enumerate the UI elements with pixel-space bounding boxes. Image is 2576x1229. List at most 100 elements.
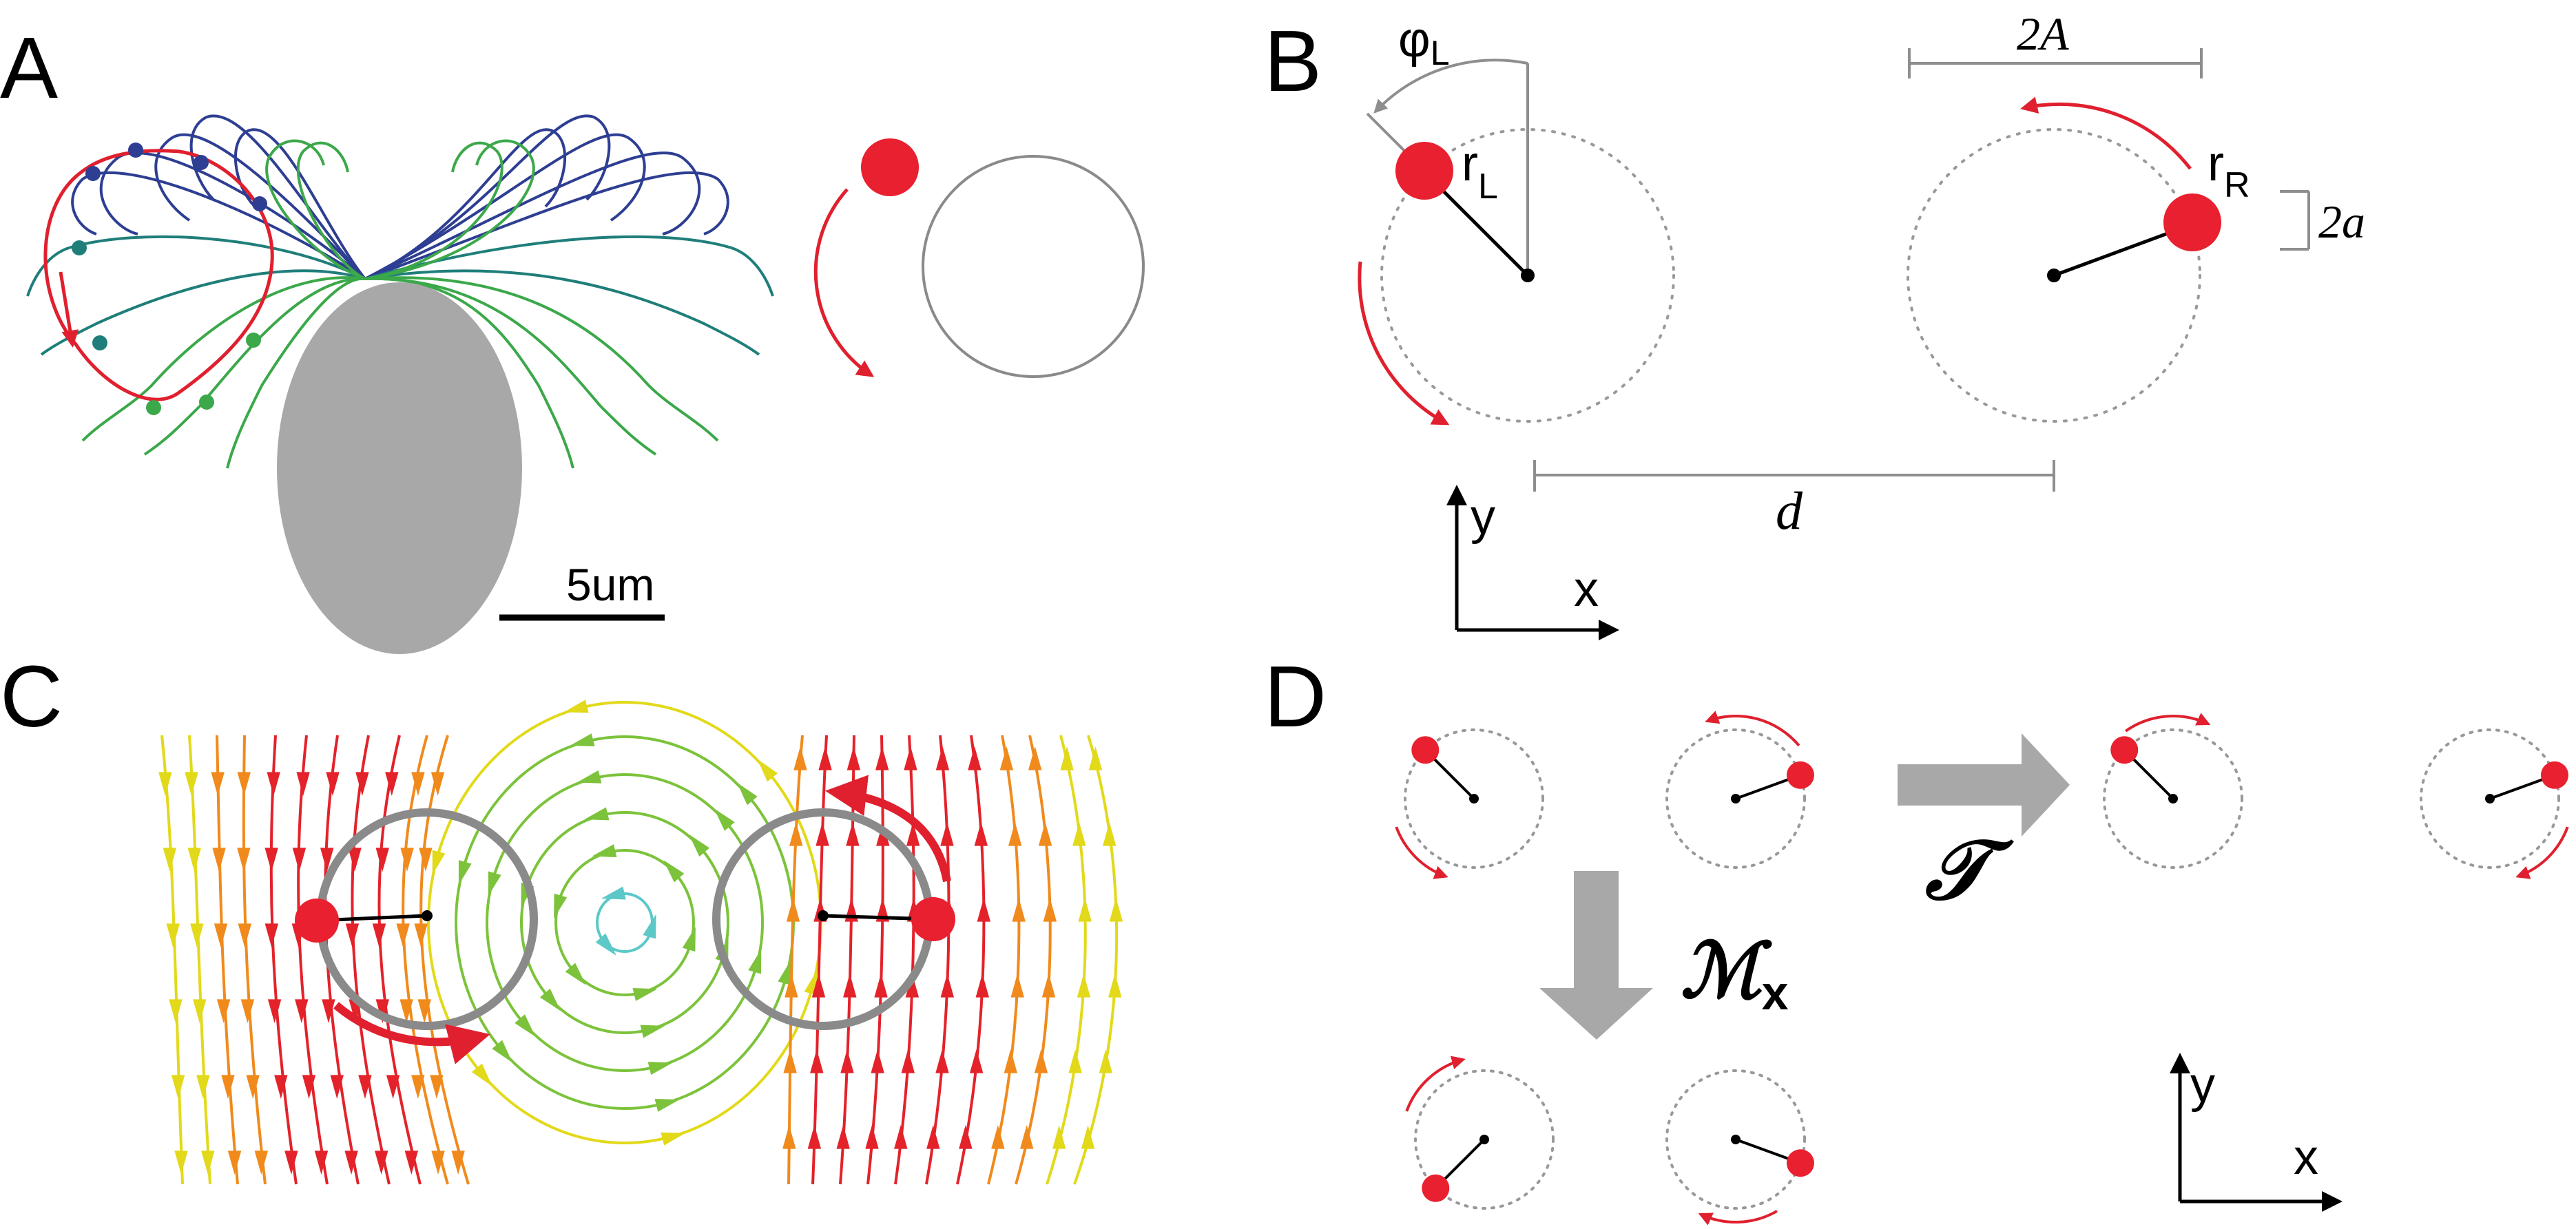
config-sphere	[2110, 736, 2139, 764]
flow-arrowhead	[221, 1075, 235, 1099]
flow-arrowhead	[640, 1025, 665, 1038]
config-center	[2168, 794, 2178, 803]
flow-arrowhead	[169, 999, 183, 1023]
cilium-stroke-right	[364, 235, 774, 297]
model-sphere	[861, 138, 919, 196]
flow-arrowhead	[375, 848, 389, 872]
flow-arrowhead	[458, 860, 472, 885]
cilium-stroke-left	[296, 141, 366, 280]
flow-arrowhead	[400, 848, 414, 872]
flow-arrowhead	[901, 1049, 915, 1073]
flow-arrowhead	[663, 860, 685, 883]
flow-arrowhead	[647, 1062, 673, 1075]
flow-arrowhead	[166, 923, 180, 947]
flow-arrowhead	[430, 772, 445, 796]
flow-arrowhead	[757, 759, 778, 782]
flow-arrowhead	[196, 1075, 210, 1099]
flow-arrowhead	[935, 746, 950, 770]
cilium-stroke-right	[364, 276, 719, 442]
left-sphere	[295, 899, 339, 943]
left-arm-center	[422, 910, 433, 921]
cilium-stroke-right	[364, 139, 535, 280]
amplitude-small-bracket	[2280, 190, 2310, 251]
config-orbit	[1665, 1069, 1806, 1210]
flow-arrowhead	[1103, 822, 1116, 846]
flow-arrowhead	[785, 974, 798, 998]
flow-arrowhead	[778, 960, 791, 985]
panel-c: C	[0, 648, 1123, 1185]
flow-arrowhead	[1060, 746, 1074, 770]
flow-arrowhead	[355, 772, 369, 796]
cilium-stroke-left	[81, 276, 366, 442]
flow-arrowhead	[267, 999, 282, 1023]
flow-arrowhead	[874, 974, 888, 998]
upward-streamline	[987, 735, 1021, 1185]
flow-arrowhead	[295, 999, 309, 1023]
cilium-stroke-left	[26, 235, 366, 297]
flow-arrowhead	[1052, 1125, 1066, 1149]
flow-arrowhead	[811, 974, 826, 998]
left-rotation-arrow	[333, 1002, 490, 1064]
flow-arrowhead	[431, 1151, 445, 1175]
flow-arrowhead	[577, 770, 602, 784]
upward-streamline	[1015, 735, 1052, 1185]
downward-streamline	[160, 735, 184, 1185]
flow-arrowhead	[959, 1125, 973, 1149]
flow-arrowhead	[570, 733, 595, 747]
flow-arrowhead	[1043, 898, 1057, 922]
config-rotation-arrow	[2125, 713, 2211, 733]
panel-label-c: C	[0, 648, 63, 745]
flow-arrowhead	[906, 822, 920, 846]
flow-arrowhead	[471, 1063, 492, 1086]
right-sphere	[2163, 193, 2221, 251]
cilium-stroke-right	[364, 151, 701, 280]
flow-arrowhead	[1099, 1049, 1113, 1073]
flow-arrowhead	[977, 898, 991, 922]
model-direction-arrow	[813, 188, 875, 377]
flow-arrowhead	[430, 1075, 444, 1099]
downward-streamline	[242, 735, 267, 1185]
flow-arrowhead	[187, 848, 201, 872]
left-rotation-arrow	[1358, 261, 1450, 426]
cilium-stroke-left	[143, 277, 366, 456]
flow-arrowhead	[302, 1075, 316, 1099]
flow-arrowhead	[565, 963, 586, 985]
flow-arrowhead	[216, 999, 231, 1023]
flow-arrowhead	[554, 893, 568, 918]
flow-arrowhead	[264, 923, 279, 947]
flow-arrowhead	[212, 848, 226, 872]
flow-arrowhead	[968, 746, 981, 770]
flow-arrowhead	[1109, 898, 1123, 922]
trajectory-direction-arrow	[59, 271, 79, 348]
amplitude-big-bracket	[1908, 48, 2203, 78]
flow-arrowhead	[348, 848, 362, 872]
upward-streamline	[811, 735, 828, 1185]
flow-arrowhead	[1068, 1049, 1082, 1073]
axis-y-label: y	[2190, 1058, 2215, 1113]
flow-arrowhead	[190, 923, 204, 947]
symmetry-configurations	[1395, 711, 2569, 1226]
config-orbit	[1404, 728, 1544, 869]
flow-arrowhead	[515, 1014, 536, 1037]
flow-arrowhead	[267, 772, 280, 796]
downward-streamline	[216, 735, 239, 1185]
flow-arrowhead	[320, 848, 334, 872]
flow-streamlines	[158, 700, 1123, 1185]
flow-arrowhead	[843, 974, 857, 998]
flow-arrowhead	[158, 772, 172, 796]
cilium-stroke-right	[364, 277, 657, 456]
flow-arrowhead	[396, 923, 410, 947]
flow-arrowhead	[386, 1075, 400, 1099]
upward-streamline	[1073, 735, 1119, 1185]
flow-arrowhead	[793, 746, 807, 770]
recirculation-loop	[554, 849, 695, 996]
cilium-stroke-right	[364, 171, 729, 280]
flow-arrowhead	[358, 1075, 372, 1099]
upward-streamline	[956, 735, 986, 1185]
flow-arrowhead	[1081, 1125, 1095, 1149]
mirror-operator-arrow	[1539, 871, 1653, 1040]
amplitude-big-label: 2A	[2017, 8, 2069, 60]
distance-bracket	[1533, 460, 2055, 492]
config-sphere	[1411, 736, 1440, 764]
flow-arrowhead	[240, 999, 255, 1023]
